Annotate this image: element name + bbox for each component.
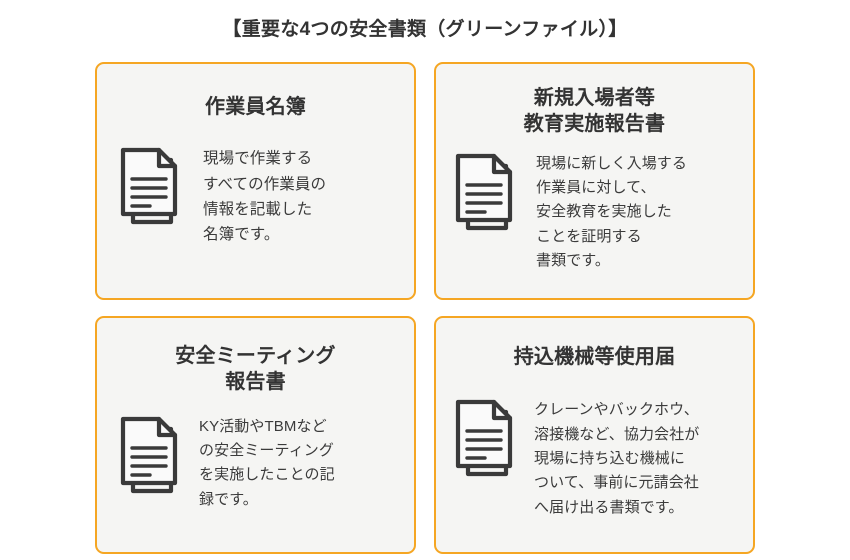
card-body: KY活動やTBMなど の安全ミーティング を実施したことの記 録です。 [97,396,414,512]
document-stack-icon [120,148,178,225]
document-stack-icon [455,400,513,477]
document-stack-icon [455,153,513,230]
card-heading: 持込機械等使用届 [436,318,753,370]
page-title: 【重要な4つの安全書類（グリーンファイル）】 [222,19,628,40]
card-heading: 新規入場者等 教育実施報告書 [436,64,753,138]
card-brought-in-machinery-notice[interactable]: 持込機械等使用届 クレーンやバックホウ、 溶接機など、協力会社が 現場に持ち込む… [434,316,755,554]
card-description-line: を実施したことの記 [199,466,335,484]
card-heading-line: 教育実施報告書 [523,113,666,136]
card-description-line: 名簿です。 [203,225,280,243]
card-description-line: すべての作業員の [203,175,327,193]
card-description-line: 情報を記載した [203,200,313,218]
card-description-line: へ届け出る書類です。 [534,498,684,516]
card-worker-roster[interactable]: 作業員名簿 現場で作業する すべての作業員の 情報を記載した 名簿です。 [95,62,416,300]
document-stack-icon [120,416,178,493]
card-body: クレーンやバックホウ、 溶接機など、協力会社が 現場に持ち込む機械に ついて、事… [436,370,753,519]
card-description-line: ついて、事前に元請会社 [534,474,699,492]
card-heading-line: 新規入場者等 [533,87,656,109]
card-safety-meeting-report[interactable]: 安全ミーティング 報告書 KY活動やTBMなど の安全ミーティング を実施したこ… [95,316,416,554]
card-description-line: KY活動やTBMなど [199,417,327,435]
card-description: クレーンやバックホウ、 溶接機など、協力会社が 現場に持ち込む機械に ついて、事… [534,398,699,519]
card-heading: 作業員名簿 [97,64,414,120]
card-description: 現場で作業する すべての作業員の 情報を記載した 名簿です。 [203,146,326,246]
card-description-line: 書類です。 [536,251,611,269]
card-description-line: ことを証明する [536,227,642,245]
card-description-line: 現場に新しく入場する [536,154,688,172]
card-description: KY活動やTBMなど の安全ミーティング を実施したことの記 録です。 [199,415,335,512]
card-new-entrant-education-report[interactable]: 新規入場者等 教育実施報告書 現場に新しく入場する 作業員に対して、 安全教育を… [434,62,755,300]
card-body: 現場に新しく入場する 作業員に対して、 安全教育を実施した ことを証明する 書類… [436,138,753,273]
card-description-line: 録です。 [199,490,258,508]
card-description-line: 溶接機など、協力会社が [534,425,700,443]
card-heading-line: 作業員名簿 [205,96,306,118]
card-description-line: の安全ミーティング [199,442,335,460]
card-description-line: 現場で作業する [203,150,313,168]
card-heading: 安全ミーティング 報告書 [97,318,414,396]
card-description-line: 現場に持ち込む機械に [534,449,686,467]
card-description: 現場に新しく入場する 作業員に対して、 安全教育を実施した ことを証明する 書類… [536,152,687,273]
card-heading-line: 報告書 [225,371,286,394]
card-description-line: クレーンやバックホウ、 [534,401,699,419]
card-description-line: 安全教育を実施した [536,203,672,221]
card-heading-line: 安全ミーティング [175,345,336,367]
card-body: 現場で作業する すべての作業員の 情報を記載した 名簿です。 [97,120,414,246]
card-grid: 作業員名簿 現場で作業する すべての作業員の 情報を記載した 名簿です。 [95,62,755,554]
card-heading-line: 持込機械等使用届 [513,346,676,368]
card-description-line: 作業員に対して、 [536,179,656,197]
